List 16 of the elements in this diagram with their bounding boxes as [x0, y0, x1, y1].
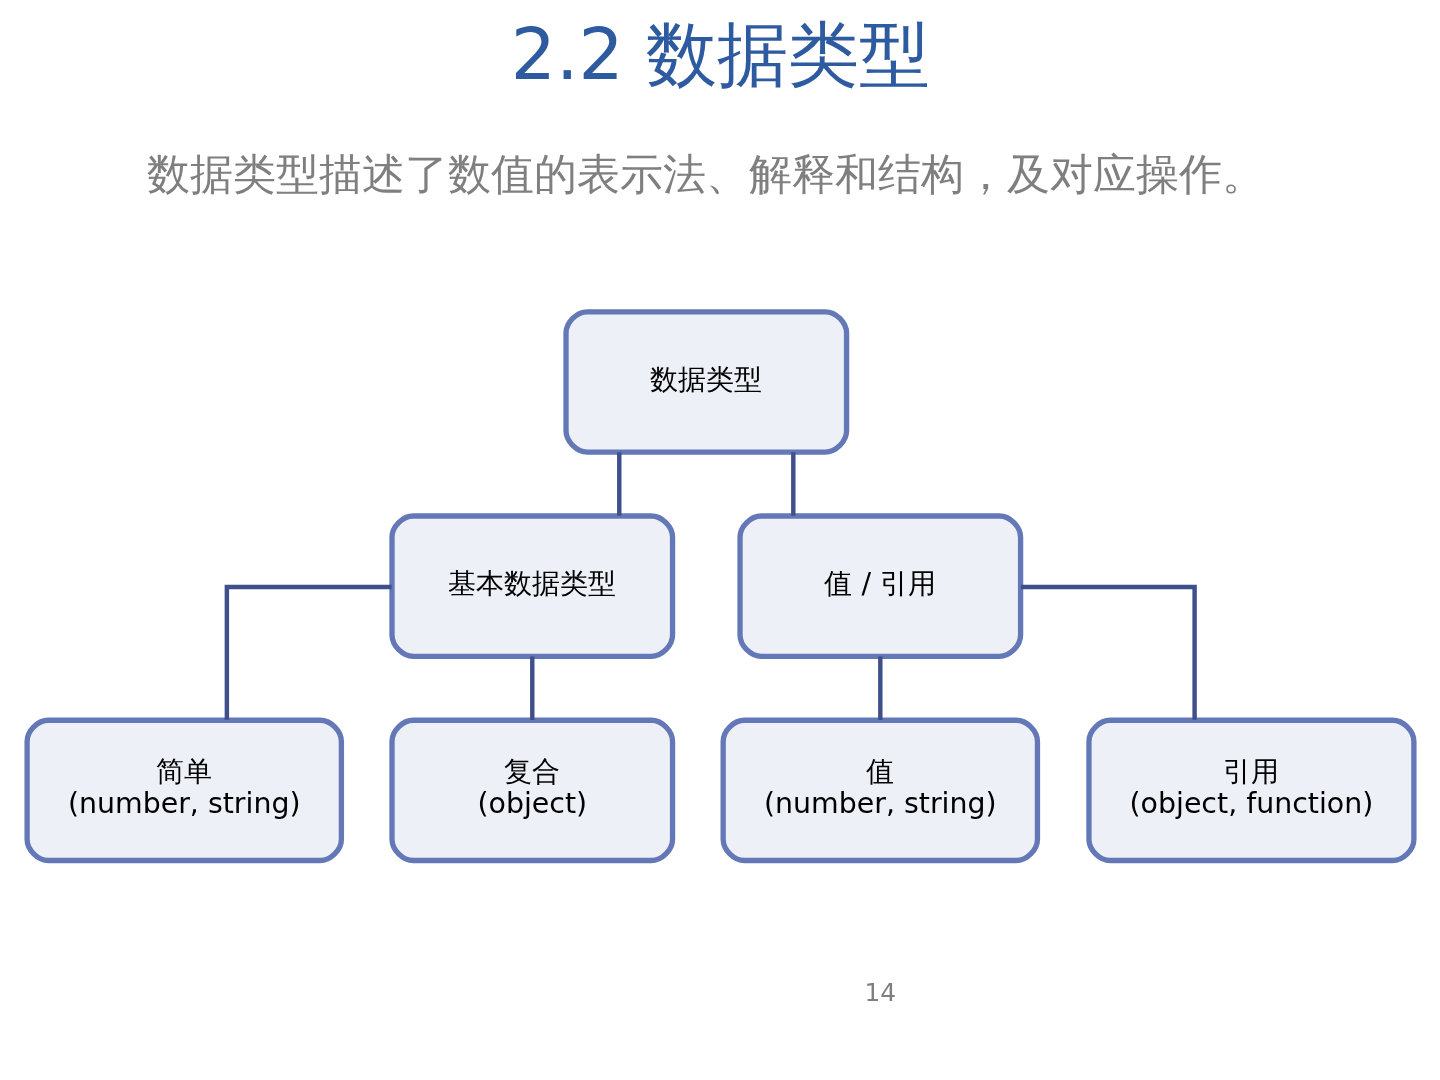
node-box: 数据类型	[562, 309, 849, 455]
connector	[790, 452, 795, 516]
diagram-title: 2.2 数据类型	[510, 13, 930, 97]
node-box: 简单 (number, string)	[23, 717, 344, 864]
node-box: 基本数据类型	[388, 513, 675, 659]
connector	[616, 452, 621, 516]
node-box: 值 (number, string)	[720, 717, 1040, 864]
connector	[1020, 584, 1197, 720]
connector	[224, 584, 392, 720]
connector	[529, 656, 534, 720]
label: 14	[864, 978, 896, 1008]
label: 数据类型描述了数值的表示法、解释和结构，及对应操作。	[146, 148, 1265, 199]
connector	[877, 656, 883, 720]
node-box: 值 / 引用	[736, 513, 1023, 659]
node-box: 复合 (object)	[388, 717, 675, 864]
node-box: 引用 (object, function)	[1085, 717, 1417, 864]
